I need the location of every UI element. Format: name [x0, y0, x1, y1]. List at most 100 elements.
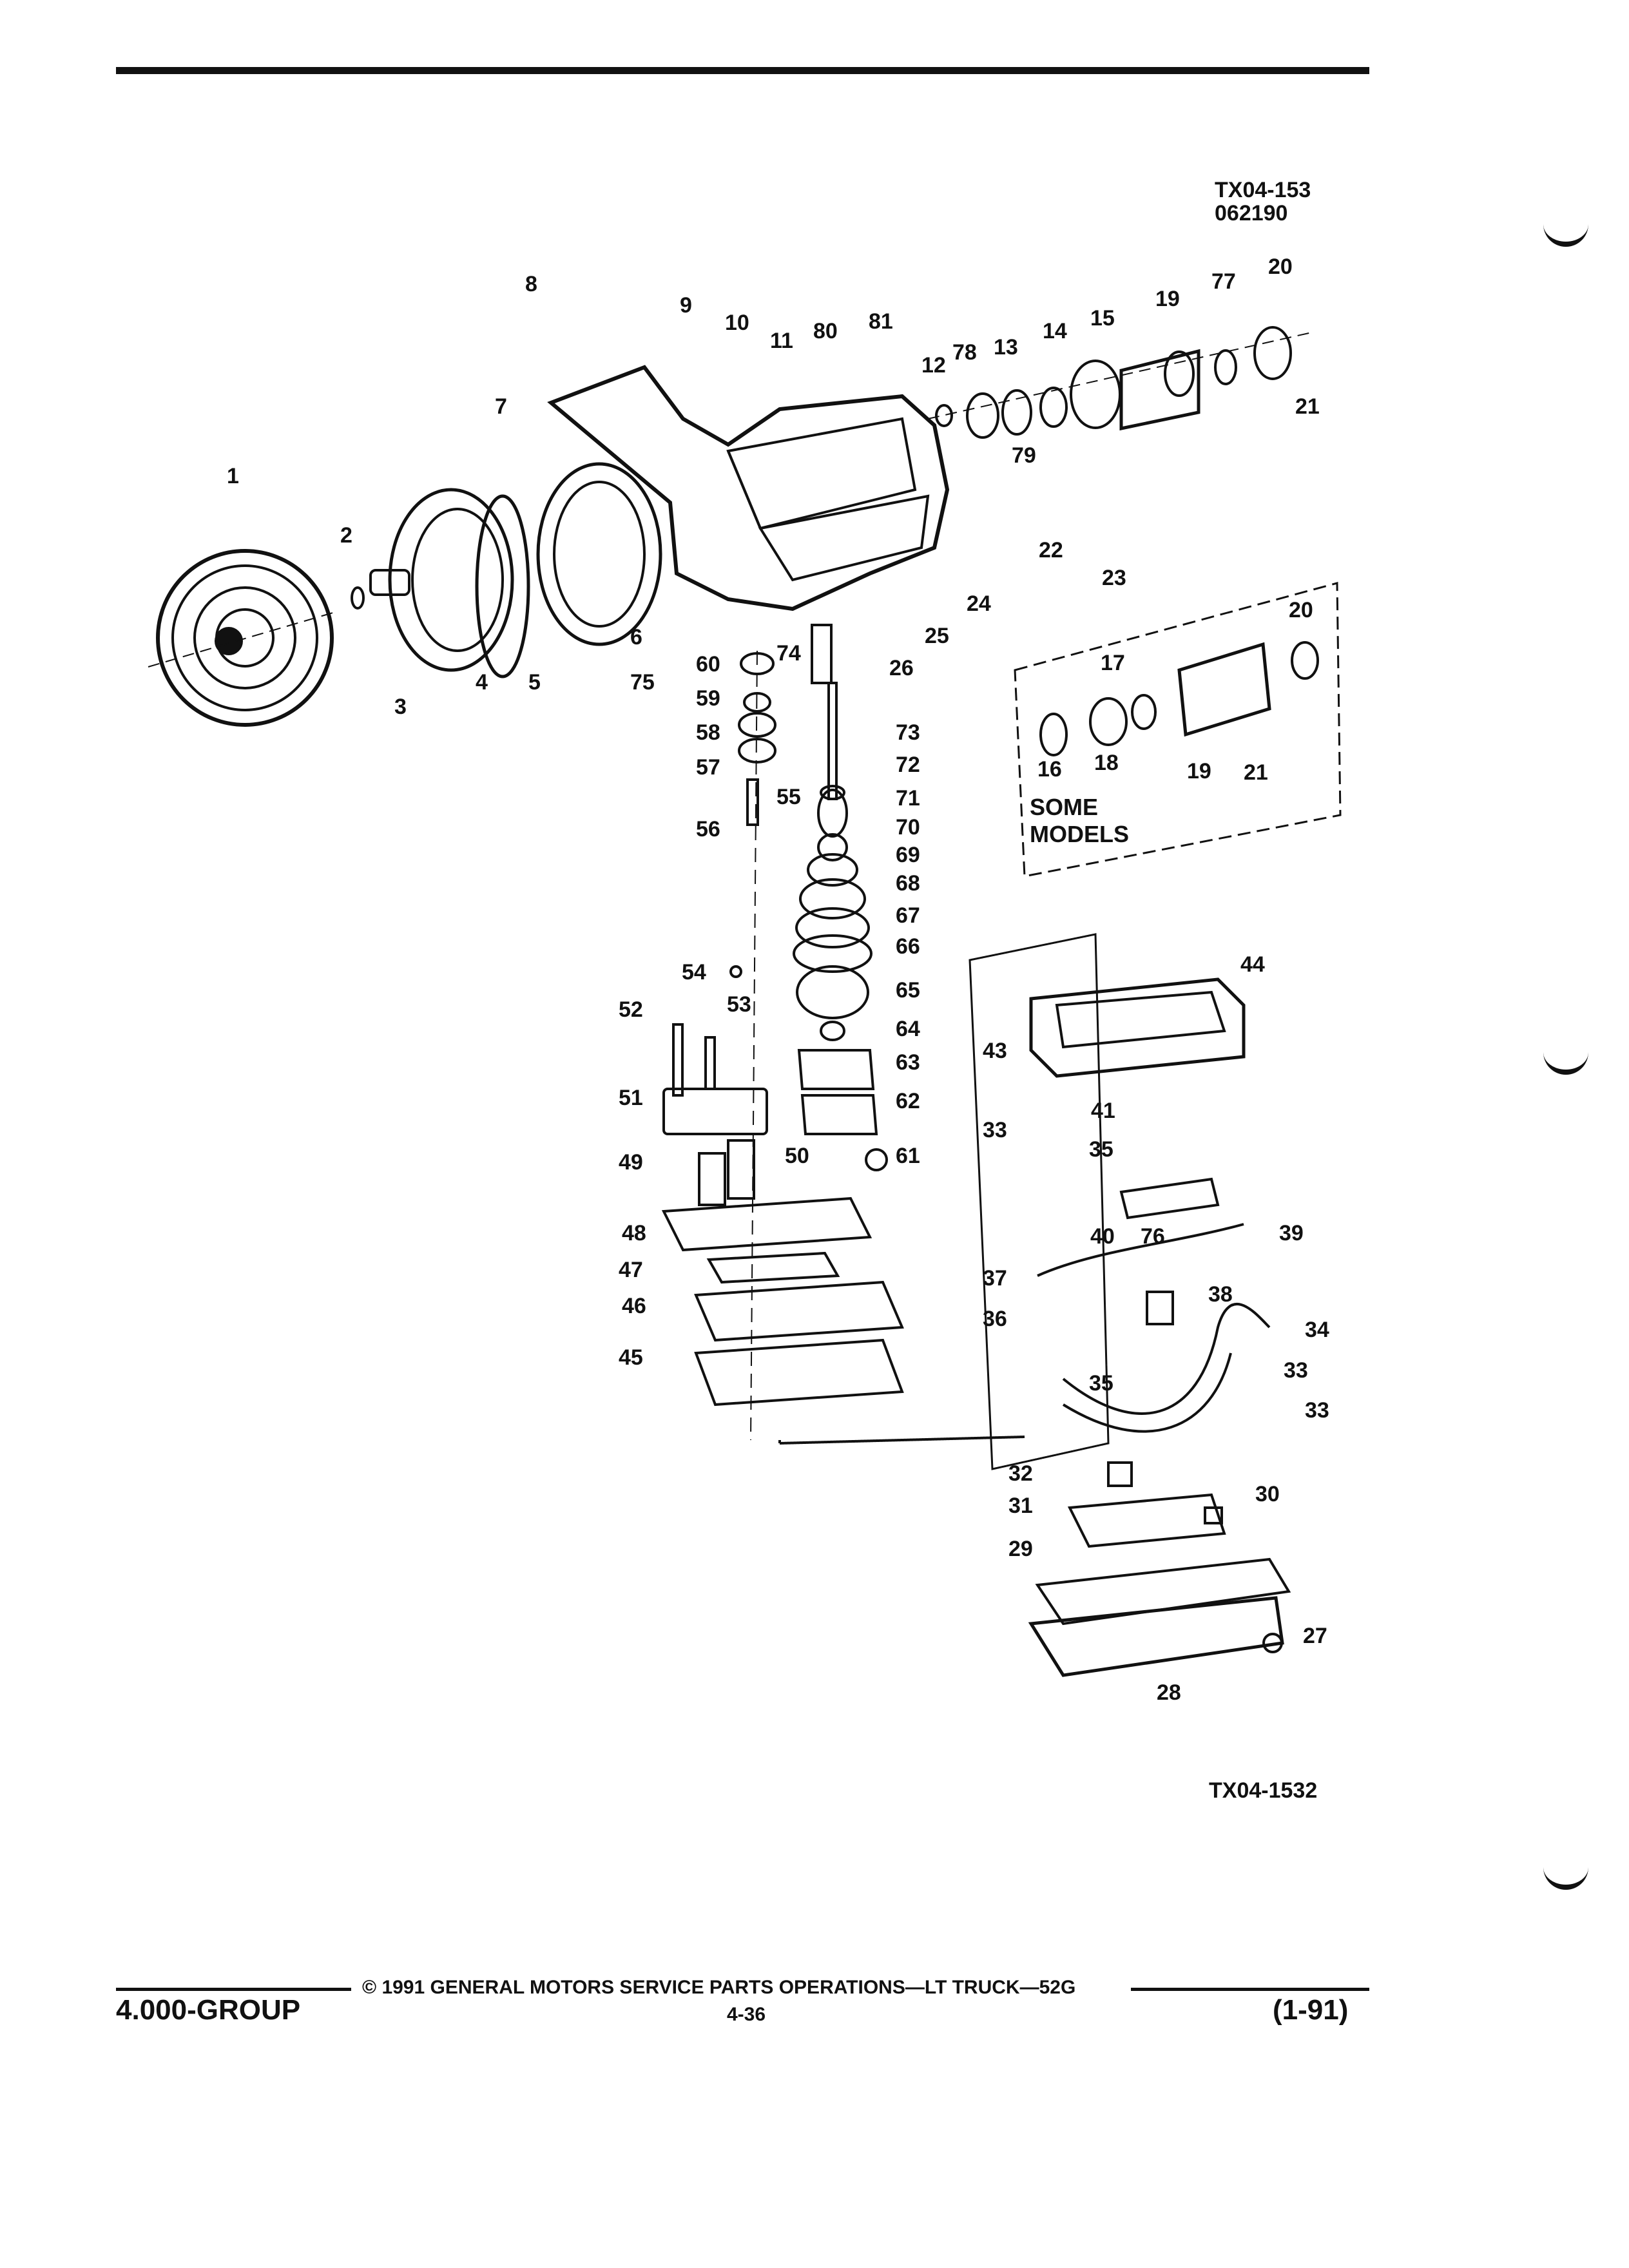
callout-36: 36	[983, 1307, 1007, 1331]
callout-76: 76	[1141, 1224, 1165, 1249]
callout-37: 37	[983, 1266, 1007, 1291]
header-rule	[116, 67, 1369, 74]
callout-41: 41	[1091, 1099, 1115, 1123]
callout-8: 8	[525, 272, 537, 296]
callout-27: 27	[1303, 1624, 1327, 1648]
callout-72: 72	[896, 753, 920, 777]
callout-53: 53	[727, 992, 751, 1017]
callout-11: 11	[770, 329, 793, 353]
callout-65: 65	[896, 978, 920, 1003]
callout-38: 38	[1208, 1282, 1233, 1307]
callout-22: 22	[1039, 538, 1063, 562]
callout-75: 75	[630, 670, 655, 695]
callout-52: 52	[619, 997, 643, 1022]
gasket-inner-drawing	[553, 481, 646, 628]
callout-20: 20	[1268, 255, 1293, 279]
callout-44: 44	[1240, 952, 1265, 977]
callout-79: 79	[1012, 443, 1036, 468]
some-models-label: SOME MODELS	[1030, 794, 1130, 847]
seal-ring-drawing	[351, 586, 365, 610]
callout-45: 45	[619, 1345, 643, 1370]
scan-mark-icon	[1543, 1859, 1588, 1890]
callout-55: 55	[776, 785, 801, 809]
inset-extension-drawing	[1039, 641, 1319, 756]
callout-33: 33	[983, 1118, 1007, 1142]
callout-34: 34	[1305, 1318, 1329, 1342]
inset-callout-20: 20	[1289, 598, 1313, 622]
copyright-notice: © 1991 GENERAL MOTORS SERVICE PARTS OPER…	[362, 1977, 1076, 1998]
callout-46: 46	[622, 1294, 646, 1318]
callout-21: 21	[1295, 394, 1320, 419]
callout-35b: 35	[1089, 1371, 1113, 1396]
gasket-drawing	[536, 462, 662, 646]
callout-14: 14	[1043, 319, 1067, 343]
callout-63: 63	[896, 1050, 920, 1075]
figure-code: TX04-153	[1215, 178, 1311, 202]
callout-56: 56	[696, 817, 720, 841]
callout-29: 29	[1008, 1537, 1033, 1561]
callout-15: 15	[1090, 306, 1115, 331]
callout-30: 30	[1255, 1482, 1280, 1506]
callout-70: 70	[896, 815, 920, 840]
bottom-figure-code: TX04-1532	[1209, 1778, 1318, 1803]
callout-33b: 33	[1305, 1398, 1329, 1423]
torque-converter-drawing	[148, 549, 336, 727]
page-number: 4-36	[727, 2004, 766, 2025]
callout-10: 10	[725, 311, 749, 335]
spacer-plates-drawing	[661, 1196, 904, 1443]
some-models-inset-box	[1014, 582, 1342, 878]
callout-71: 71	[896, 786, 920, 811]
callout-39: 39	[1279, 1221, 1304, 1245]
inset-callout-18: 18	[1094, 751, 1119, 775]
pump-assembly-drawing	[369, 488, 530, 678]
callout-13: 13	[994, 335, 1018, 360]
callout-2: 2	[340, 523, 352, 548]
callout-64: 64	[896, 1017, 920, 1041]
footer-rule-left	[116, 1988, 351, 1991]
callout-24: 24	[967, 591, 991, 616]
valve-body-bracket	[969, 933, 1110, 1470]
callout-81: 81	[869, 309, 893, 334]
callout-61: 61	[896, 1144, 920, 1168]
callout-7: 7	[495, 394, 507, 419]
callout-78: 78	[952, 340, 977, 365]
callout-69: 69	[896, 843, 920, 867]
solenoid-block-drawing	[662, 965, 768, 1206]
callout-40: 40	[1090, 1224, 1115, 1249]
callout-54: 54	[682, 960, 706, 985]
inset-callout-21: 21	[1244, 760, 1268, 785]
callout-67: 67	[896, 903, 920, 928]
callout-6: 6	[630, 625, 642, 649]
callout-74: 74	[776, 641, 801, 666]
bracket-bottom	[779, 1436, 1025, 1445]
inset-callout-17: 17	[1101, 651, 1125, 675]
callout-9: 9	[680, 293, 692, 318]
callout-33c: 33	[1284, 1358, 1308, 1383]
callout-57: 57	[696, 755, 720, 780]
callout-51: 51	[619, 1086, 643, 1110]
callout-1: 1	[227, 464, 239, 488]
callout-32: 32	[1008, 1461, 1033, 1486]
inset-callout-16: 16	[1037, 757, 1062, 782]
valve-stack-drawing	[738, 624, 888, 1441]
callout-80: 80	[813, 319, 838, 343]
callout-4: 4	[476, 670, 488, 695]
valve-body-drawing	[1029, 977, 1271, 1433]
callout-43: 43	[983, 1039, 1007, 1063]
callout-49: 49	[619, 1150, 643, 1175]
inset-callout-19: 19	[1187, 759, 1211, 783]
callout-26: 26	[889, 656, 914, 680]
callout-77: 77	[1211, 269, 1236, 294]
callout-60: 60	[696, 652, 720, 677]
callout-47: 47	[619, 1258, 643, 1282]
callout-28: 28	[1157, 1680, 1181, 1705]
callout-58: 58	[696, 720, 720, 745]
callout-31: 31	[1008, 1494, 1033, 1518]
callout-25: 25	[925, 624, 949, 648]
callout-66: 66	[896, 934, 920, 959]
transmission-case-drawing	[547, 365, 950, 611]
group-label: 4.000-GROUP	[116, 1994, 301, 2026]
callout-68: 68	[896, 871, 920, 896]
